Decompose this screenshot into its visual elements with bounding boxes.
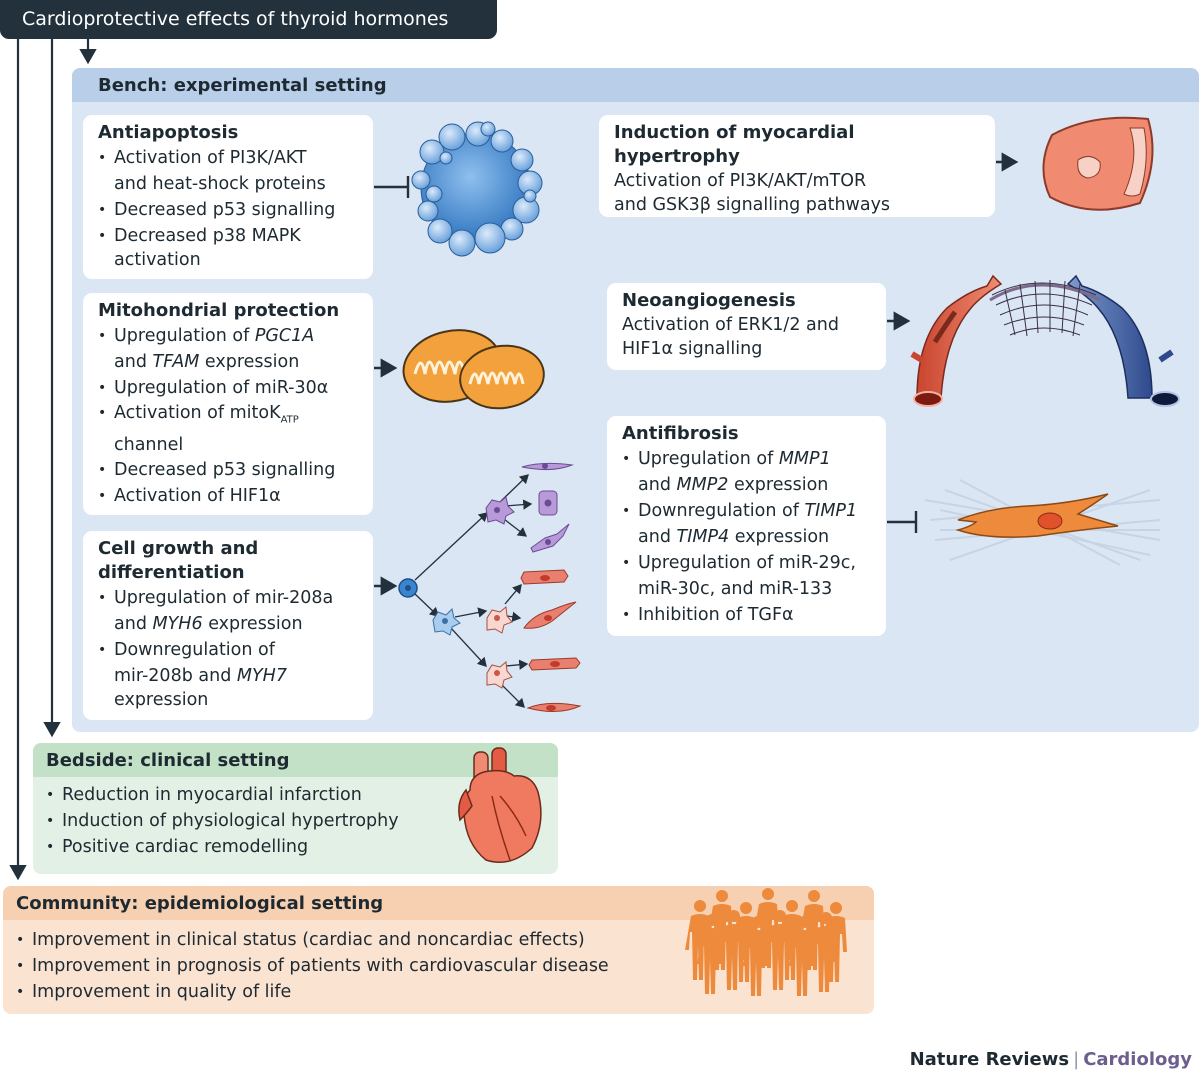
list-item: Upregulation of miR-30α (98, 375, 359, 401)
list-item: Activation of PI3K/AKT (98, 145, 359, 171)
antiapoptosis-title: Antiapoptosis (98, 122, 239, 143)
journal-name: Nature Reviews (909, 1049, 1070, 1070)
list-item: Activation of mitoKATP (98, 401, 359, 433)
hypertrophy-box: Induction of myocardial hypertrophy Acti… (599, 115, 995, 217)
mitochondrial-protection-box: Mitohondrial protection Upregulation of … (83, 293, 373, 515)
hypertrophy-line: and GSK3β signalling pathways (614, 195, 891, 215)
list-item-continued: expression (114, 690, 209, 710)
list-item: Decreased p38 MAPK (98, 223, 359, 249)
list-item-continued: miR-30c, and miR-133 (638, 579, 833, 599)
list-item: Activation of HIF1α (98, 483, 359, 509)
list-item: Improvement in quality of life (16, 979, 609, 1005)
list-item-continued: and TFAM expression (114, 352, 300, 372)
list-item: Upregulation of mir-208a (98, 585, 359, 611)
list-item-continued: mir-208b and MYH7 (114, 666, 287, 686)
list-item: Reduction in myocardial infarction (46, 782, 399, 808)
list-item: Downregulation of (98, 637, 359, 663)
hypertrophy-line: Activation of PI3K/AKT/mTOR (614, 171, 867, 191)
list-item-continued: and MYH6 expression (114, 614, 303, 634)
list-item-continued: and TIMP4 expression (638, 527, 830, 547)
community-heading: Community: epidemiological setting (3, 886, 874, 920)
list-item: Upregulation of miR-29c, (622, 550, 872, 576)
bench-heading: Bench: experimental setting (72, 68, 1199, 102)
list-item-continued: and heat-shock proteins (114, 174, 326, 194)
list-item-continued: and MMP2 expression (638, 475, 829, 495)
list-item-continued: channel (114, 434, 184, 455)
list-item-continued: activation (114, 250, 201, 270)
antifibrosis-title: Antifibrosis (622, 423, 739, 444)
list-item: Inhibition of TGFα (622, 602, 872, 628)
list-item: Upregulation of PGC1A (98, 323, 359, 349)
mitochondrial-title: Mitohondrial protection (98, 300, 340, 321)
list-item: Positive cardiac remodelling (46, 834, 399, 860)
neoangiogenesis-title: Neoangiogenesis (622, 290, 796, 311)
antifibrosis-box: Antifibrosis Upregulation of MMP1 and MM… (607, 416, 886, 636)
neoangiogenesis-line: HIF1α signalling (622, 339, 763, 359)
list-item: Improvement in clinical status (cardiac … (16, 927, 609, 953)
list-item: Decreased p53 signalling (98, 197, 359, 223)
community-list: Improvement in clinical status (cardiac … (16, 927, 609, 1005)
bedside-list: Reduction in myocardial infarction Induc… (46, 782, 399, 860)
journal-credit: Nature Reviews|Cardiology (910, 1049, 1192, 1070)
list-item: Induction of physiological hypertrophy (46, 808, 399, 834)
list-item: Decreased p53 signalling (98, 457, 359, 483)
neoangiogenesis-box: Neoangiogenesis Activation of ERK1/2 and… (607, 283, 886, 370)
credit-separator: | (1073, 1049, 1080, 1070)
neoangiogenesis-line: Activation of ERK1/2 and (622, 315, 839, 335)
antiapoptosis-box: Antiapoptosis Activation of PI3K/AKT and… (83, 115, 373, 279)
list-item: Improvement in prognosis of patients wit… (16, 953, 609, 979)
list-item: Upregulation of MMP1 (622, 446, 872, 472)
journal-section: Cardiology (1083, 1049, 1192, 1070)
bedside-heading: Bedside: clinical setting (33, 743, 558, 777)
diagram-title: Cardioprotective effects of thyroid horm… (0, 0, 497, 39)
hypertrophy-title: Induction of myocardial hypertrophy (614, 122, 855, 167)
list-item: Downregulation of TIMP1 (622, 498, 872, 524)
